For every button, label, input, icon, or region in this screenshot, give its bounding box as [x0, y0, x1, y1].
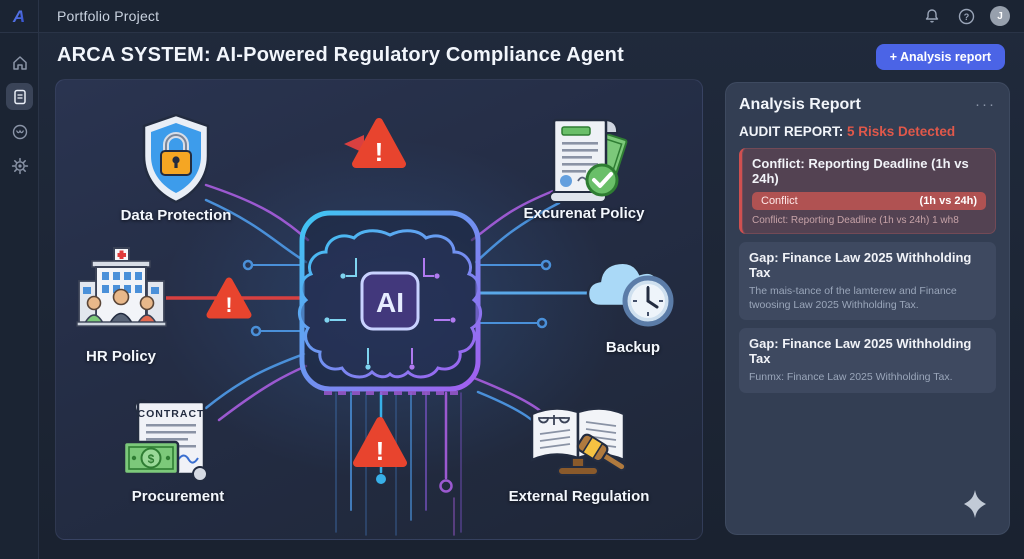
risk-card-title: Conflict: Reporting Deadline (1h vs 24h)	[752, 156, 969, 186]
risk-card-detail: Funmx: Finance Law 2025 Withholding Tax.	[749, 371, 953, 384]
node-label-data-protection: Data Protection	[120, 207, 232, 224]
sidebar-nav	[0, 33, 39, 559]
compliance-diagram: AI ! ! ! Data Protection	[55, 79, 703, 540]
svg-text:?: ?	[963, 12, 969, 22]
node-label-external-regulation: External Regulation	[508, 488, 650, 505]
node-label-backup: Backup	[605, 339, 661, 356]
help-icon: ?	[958, 8, 974, 24]
risk-card-title: Gap: Finance Law 2025 Withholding Tax	[749, 250, 972, 280]
procurement-icon: CONTRACT $	[122, 399, 208, 482]
risk-card-title: Gap: Finance Law 2025 Withholding Tax	[749, 336, 972, 367]
activity-icon	[12, 124, 27, 139]
alert-icon: !	[352, 118, 406, 168]
svg-text:$: $	[148, 452, 155, 466]
data-protection-icon	[142, 113, 210, 204]
audit-summary: AUDIT REPORT: 5 Risks Detected	[739, 124, 996, 139]
risk-card-gap-2[interactable]: Gap: Finance Law 2025 Withholding Tax Fu…	[739, 328, 996, 393]
notifications-button[interactable]	[922, 6, 942, 26]
sidebar-item-documents[interactable]	[6, 83, 33, 110]
alert-icon: !	[353, 417, 407, 467]
svg-text:!: !	[376, 436, 385, 466]
sidebar-item-activity[interactable]	[6, 118, 33, 145]
panel-menu-button[interactable]: ···	[975, 96, 996, 113]
brand-letter: A	[12, 7, 25, 26]
sidebar-item-settings[interactable]	[6, 152, 33, 179]
hr-policy-icon	[76, 247, 167, 327]
audit-risk-count: 5 Risks Detected	[847, 124, 956, 139]
risk-card-detail: Conflict: Reporting Deadline (1h vs 24h)…	[752, 215, 959, 226]
pill-value: (1h vs 24h)	[919, 195, 977, 207]
conflict-pill: Conflict (1h vs 24h)	[752, 192, 986, 210]
alert-icon: !	[206, 277, 252, 319]
backup-icon	[586, 261, 674, 327]
risk-card-gap-1[interactable]: Gap: Finance Law 2025 Withholding Tax Th…	[739, 242, 996, 321]
analysis-report-button[interactable]: + Analysis report	[875, 44, 1005, 70]
audit-label: AUDIT REPORT:	[739, 124, 844, 139]
gear-icon	[11, 157, 28, 174]
user-avatar[interactable]: J	[990, 6, 1010, 26]
risk-card-conflict[interactable]: Conflict: Reporting Deadline (1h vs 24h)…	[739, 148, 996, 234]
home-icon	[12, 55, 27, 70]
diagram-edges: AI ! ! !	[160, 118, 620, 536]
bell-icon	[925, 9, 939, 23]
excurenat-policy-icon	[549, 118, 628, 203]
top-bar: A Portfolio Project ? J	[0, 0, 1024, 33]
risk-card-detail: The mais-tance of the lamterew and Finan…	[749, 285, 957, 312]
node-label-excurenat-policy: Excurenat Policy	[523, 205, 645, 222]
pill-label: Conflict	[761, 195, 798, 207]
external-regulation-icon	[530, 407, 627, 476]
window-title: Portfolio Project	[57, 8, 160, 24]
help-button[interactable]: ?	[956, 6, 976, 26]
node-label-procurement: Procurement	[131, 488, 225, 505]
sparkle-icon[interactable]	[959, 488, 991, 520]
page-title: ARCA SYSTEM: AI-Powered Regulatory Compl…	[57, 44, 624, 66]
svg-text:!: !	[375, 137, 384, 167]
panel-title: Analysis Report	[739, 96, 861, 113]
node-label-hr-policy: HR Policy	[85, 348, 157, 365]
sidebar-item-home[interactable]	[6, 49, 33, 76]
svg-text:!: !	[226, 294, 233, 317]
app-logo[interactable]: A	[0, 0, 39, 33]
ai-core-label: AI	[376, 287, 404, 318]
contract-text: CONTRACT	[138, 408, 205, 420]
analysis-report-panel: Analysis Report ··· AUDIT REPORT: 5 Risk…	[725, 82, 1010, 535]
document-icon	[13, 89, 26, 104]
brand-a-icon: A	[12, 7, 25, 26]
